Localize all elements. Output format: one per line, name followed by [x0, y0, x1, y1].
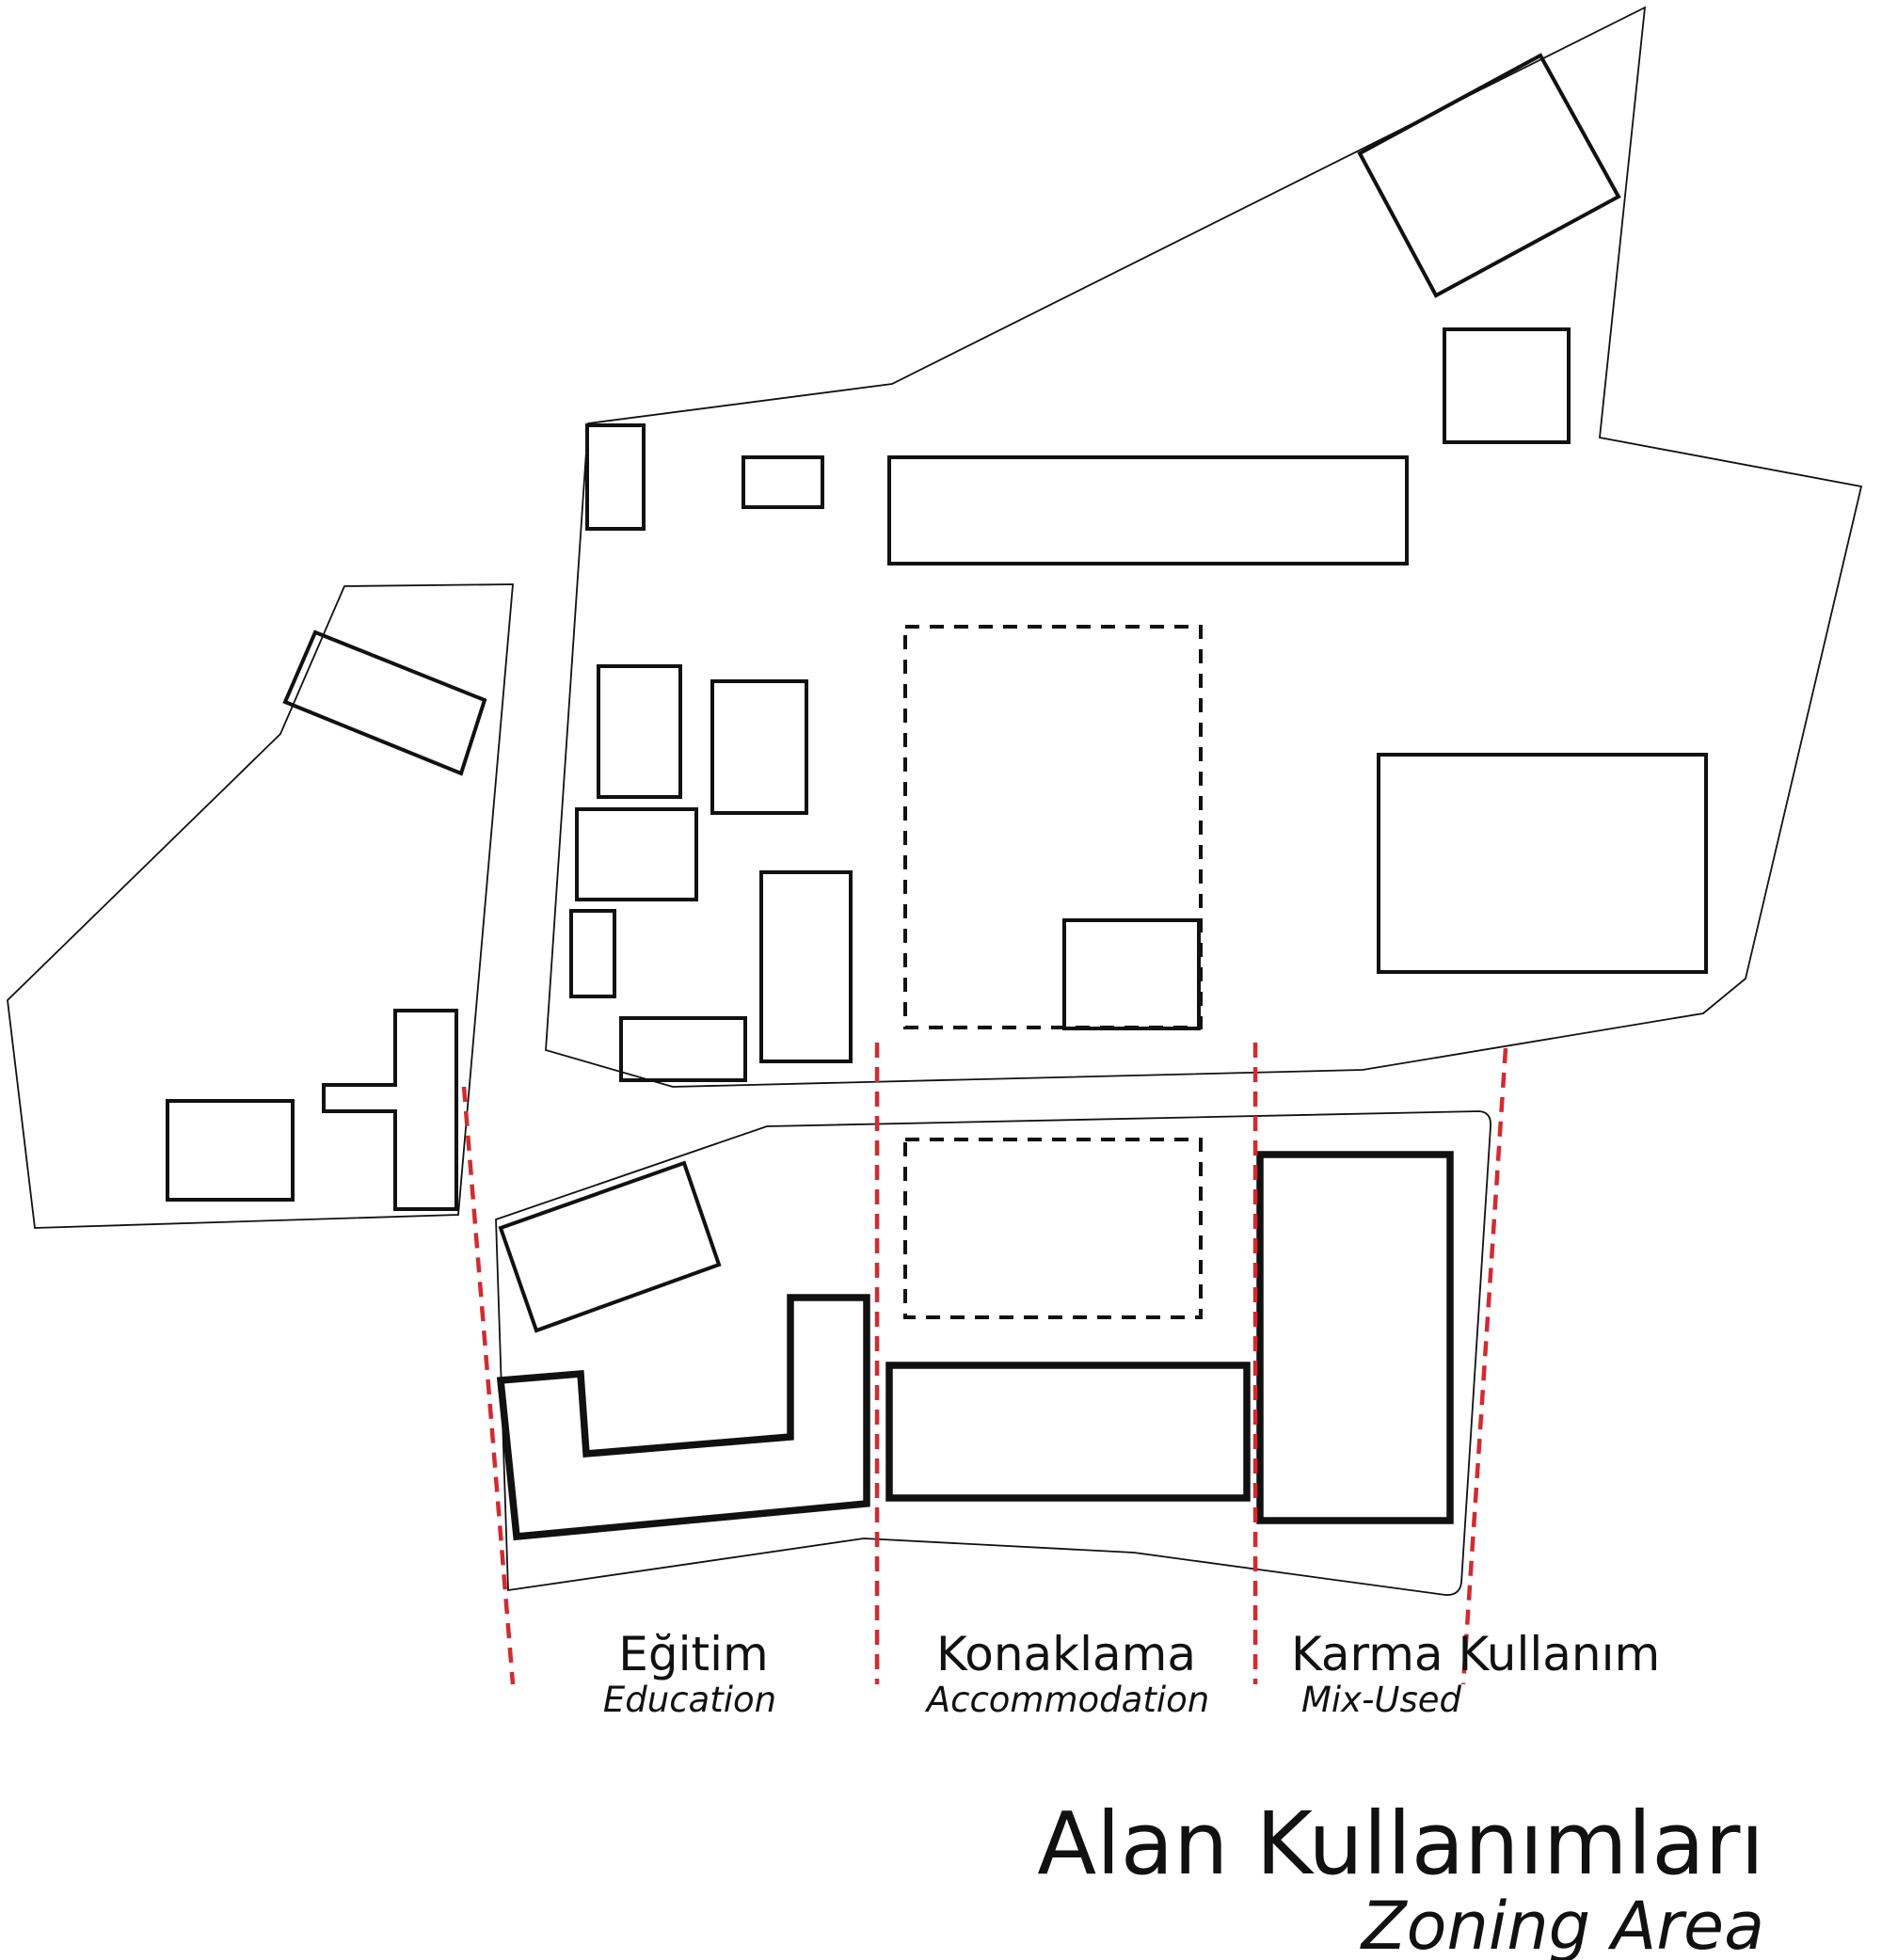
title-en: Zoning Area — [1360, 1888, 1764, 1960]
parcel-west — [7, 583, 514, 1229]
zone-labels: Eğitim Education Konaklama Accommodation… — [603, 1627, 1660, 1720]
parcel-north — [545, 6, 1863, 1088]
building-footprint — [575, 807, 698, 901]
building-footprint — [569, 909, 616, 998]
zone-label-accommodation-en: Accommodation — [925, 1680, 1209, 1720]
zone-divider-line — [1460, 1047, 1508, 1685]
mixed-use-building — [1256, 1151, 1454, 1524]
existing-buildings — [166, 53, 1708, 1333]
building-footprint — [498, 1160, 722, 1333]
building-footprint — [1377, 753, 1708, 974]
building-footprint — [742, 455, 824, 509]
building-footprint — [1357, 53, 1621, 298]
building-footprint — [619, 1016, 747, 1082]
building-footprint — [759, 870, 853, 1063]
building-footprint — [887, 455, 1409, 566]
building-footprint — [282, 629, 487, 776]
zone-label-education-en: Education — [603, 1680, 776, 1720]
diagram-title: Alan Kullanımları Zoning Area — [1037, 1793, 1764, 1960]
zone-label-mixed-use-en: Mix-Used — [1301, 1680, 1462, 1720]
open-area-dashed — [903, 625, 1203, 1029]
building-footprint — [322, 1009, 458, 1211]
title-tr: Alan Kullanımları — [1037, 1793, 1764, 1894]
zone-label-accommodation-tr: Konaklama — [936, 1627, 1196, 1681]
building-footprint — [166, 1099, 295, 1202]
open-areas — [903, 625, 1203, 1319]
building-footprint — [585, 423, 646, 531]
open-area-dashed — [903, 1138, 1203, 1319]
building-footprint — [1062, 918, 1201, 1030]
parcel-outlines — [7, 6, 1863, 1596]
building-footprint — [597, 664, 682, 799]
zone-divider-line — [461, 1086, 516, 1685]
parcel-south — [495, 1110, 1491, 1596]
education-building — [496, 1294, 870, 1541]
building-footprint — [710, 679, 808, 815]
zone-label-education-tr: Eğitim — [618, 1627, 768, 1681]
building-footprint — [1443, 327, 1571, 444]
zone-dividers — [461, 1043, 1508, 1685]
accommodation-building — [885, 1362, 1251, 1502]
zone-label-mixed-use-tr: Karma Kullanım — [1291, 1627, 1660, 1681]
proposed-buildings — [496, 1151, 1454, 1541]
